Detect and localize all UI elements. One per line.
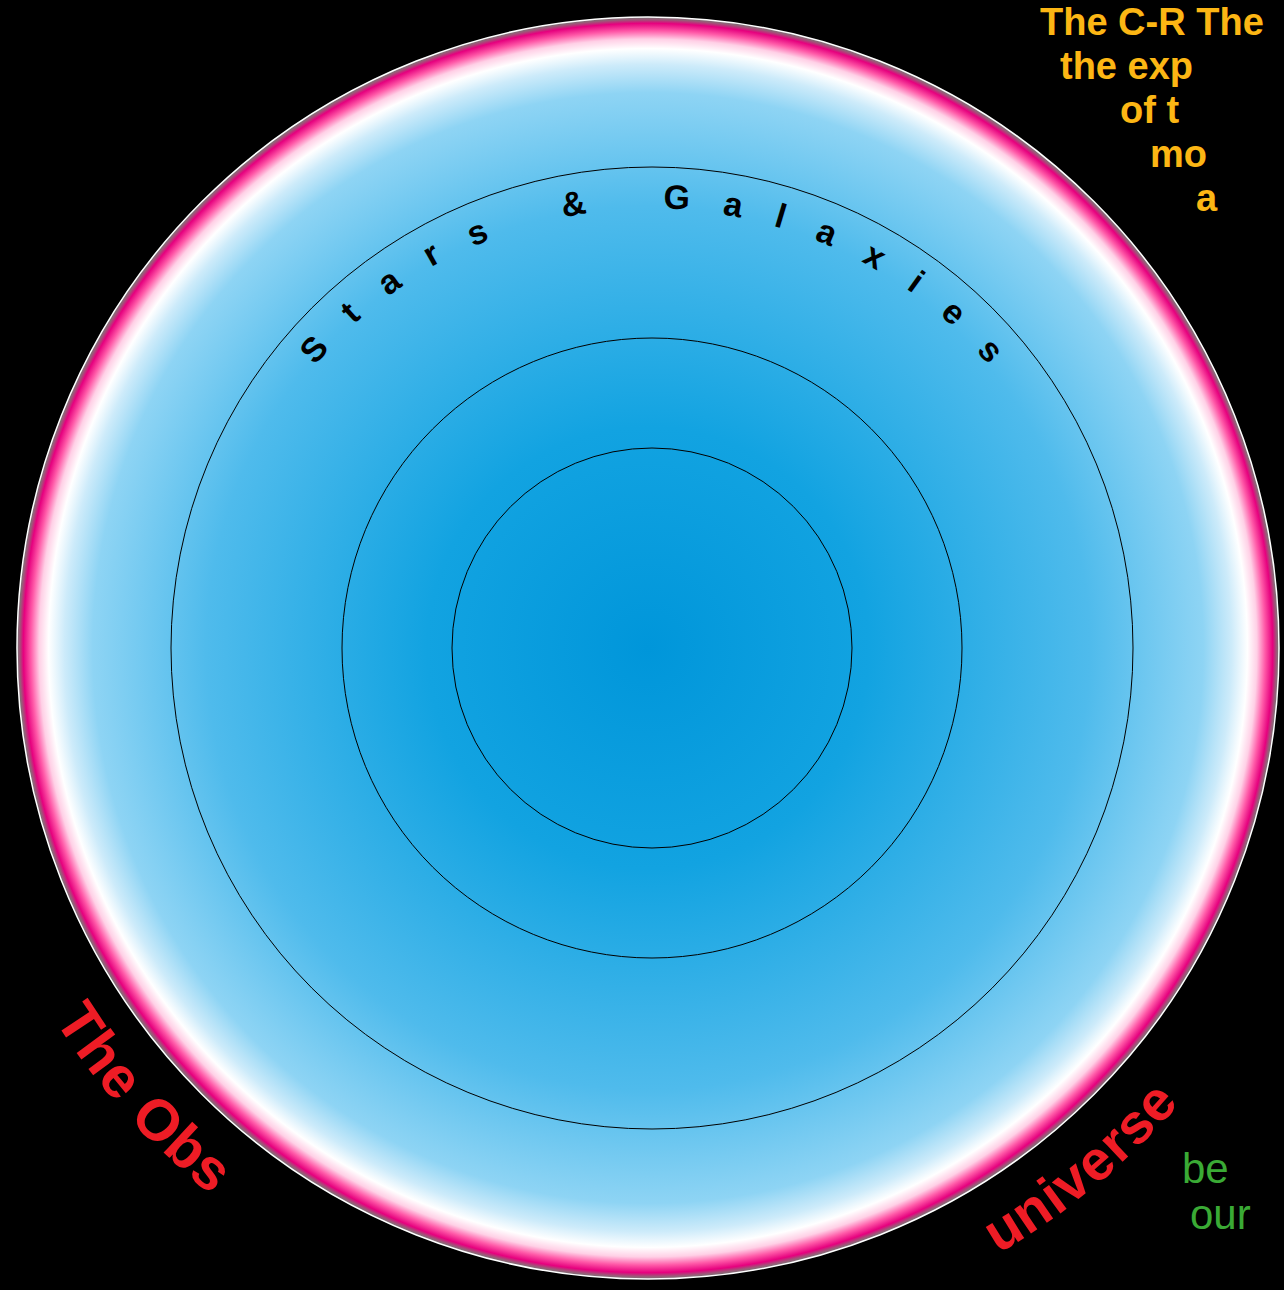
- note-text: The C-R The: [1040, 2, 1264, 44]
- note-text: our: [1190, 1192, 1251, 1238]
- note-text: a: [1196, 178, 1217, 220]
- universe-sphere: Stars & Galaxies: [16, 16, 1280, 1280]
- arc-glyph: &: [557, 184, 589, 222]
- arc-glyph: G: [662, 179, 692, 215]
- sphere-outline: [17, 17, 1279, 1279]
- note-text: be: [1182, 1146, 1229, 1192]
- note-text: the exp: [1060, 46, 1193, 88]
- shell-ring: [171, 167, 1133, 1129]
- shell-ring: [452, 448, 852, 848]
- note-text: mo: [1150, 134, 1207, 176]
- sphere-drawing: [16, 16, 1280, 1280]
- shell-ring: [342, 338, 962, 958]
- note-text: of t: [1120, 90, 1179, 132]
- arc-glyph: [617, 180, 631, 215]
